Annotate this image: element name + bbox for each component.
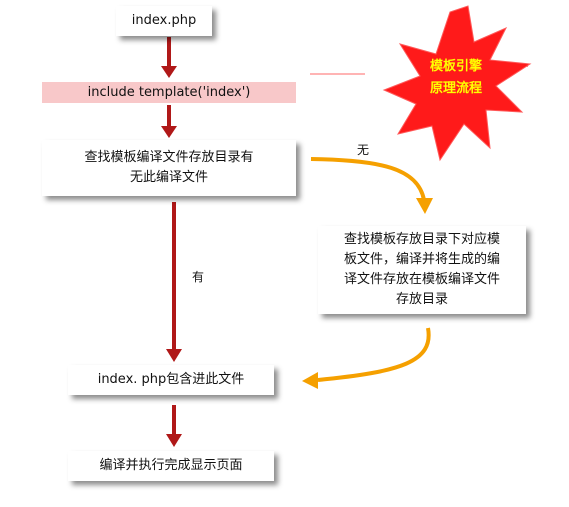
starburst-badge [382, 5, 532, 162]
arrow-compile-to-include-php [302, 327, 431, 389]
badge-text: 模板引擎 原理流程 [411, 56, 501, 100]
arrow-include-to-search [161, 105, 177, 138]
arrow-start-to-include [161, 37, 177, 78]
node-include-php-label: index. php包含进此文件 [97, 372, 245, 387]
node-compile-line4: 存放目录 [395, 292, 448, 307]
edge-label-yes: 有 [192, 270, 205, 284]
node-include-php: index. php包含进此文件 [68, 365, 274, 395]
arrow-include-php-to-finish [166, 405, 182, 447]
node-compile: 查找模板存放目录下对应模 板文件，编译并将生成的编 译文件存放在模板编译文件 存… [318, 226, 526, 314]
node-search-line2: 无此编译文件 [129, 170, 208, 185]
node-start: index.php [116, 6, 212, 36]
node-finish-label: 编译并执行完成显示页面 [99, 458, 243, 473]
edge-label-no: 无 [357, 143, 370, 157]
node-finish: 编译并执行完成显示页面 [68, 451, 274, 481]
badge-line2: 原理流程 [429, 81, 482, 96]
node-compile-line2: 板文件，编译并将生成的编 [343, 252, 500, 267]
node-search: 查找模板编译文件存放目录有 无此编译文件 [42, 140, 296, 196]
node-include: include template('index') [42, 82, 296, 103]
arrow-search-to-compile [310, 157, 433, 214]
node-search-line1: 查找模板编译文件存放目录有 [84, 150, 254, 165]
node-compile-line1: 查找模板存放目录下对应模 [343, 232, 500, 247]
badge-line1: 模板引擎 [429, 59, 482, 74]
node-compile-line3: 译文件存放在模板编译文件 [343, 272, 500, 287]
node-include-label: include template('index') [87, 85, 251, 100]
arrow-search-to-include-php [166, 202, 182, 362]
node-start-label: index.php [131, 13, 197, 28]
